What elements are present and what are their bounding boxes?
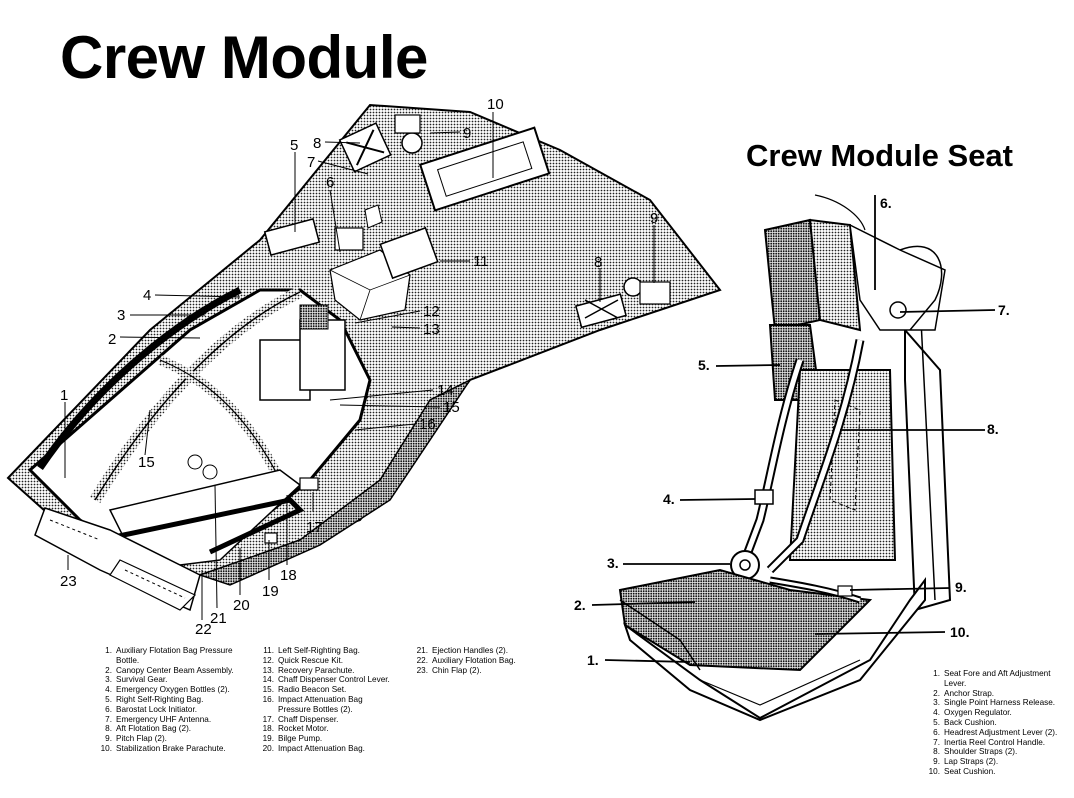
- legend-item: 5.Right Self-Righting Bag.: [105, 694, 204, 704]
- seat-callout-9: 9.: [955, 579, 967, 595]
- crew-module-drawing: [6, 103, 722, 612]
- legend-item: 7.Emergency UHF Antenna.: [105, 714, 212, 724]
- legend-item: 1.Seat Fore and Aft Adjustment Lever.: [933, 669, 1051, 688]
- callout-9: 9: [463, 125, 471, 142]
- crew-module-legend-col-3: 21.Ejection Handles (2). 22.Auxiliary Fl…: [412, 646, 516, 675]
- callout-7: 7: [307, 154, 315, 171]
- callout-19: 19: [262, 583, 279, 600]
- crew-module-title: Crew Module: [60, 24, 428, 91]
- callout-17: 17: [306, 519, 323, 536]
- callout-10: 10: [487, 96, 504, 113]
- callout-8: 8: [313, 135, 321, 152]
- seat-callout-2: 2.: [574, 597, 586, 613]
- crew-module-seat-title: Crew Module Seat: [746, 138, 1013, 173]
- seat-drawing: [618, 194, 952, 722]
- legend-item: 5.Back Cushion.: [933, 717, 997, 727]
- callout-15b: 15: [138, 454, 155, 471]
- legend-item: 14.Chaff Dispenser Control Lever.: [262, 675, 390, 685]
- callout-1: 1: [60, 387, 68, 404]
- crew-module-leaders: [64, 112, 655, 620]
- callout-13: 13: [423, 321, 440, 338]
- legend-item: 21.Ejection Handles (2).: [416, 646, 508, 655]
- legend-item: 3.Survival Gear.: [105, 675, 168, 685]
- legend-item: 11.Left Self-Righting Bag.: [263, 646, 360, 655]
- legend-item: 19.Bilge Pump.: [262, 734, 323, 744]
- seat-callout-1: 1.: [587, 652, 599, 668]
- legend-item: 6.Barostat Lock Initiator.: [105, 704, 198, 714]
- callout-12: 12: [423, 303, 440, 320]
- legend-item: 9.Lap Straps (2).: [933, 757, 999, 767]
- callout-5: 5: [290, 137, 298, 154]
- callout-18: 18: [280, 567, 297, 584]
- callout-6: 6: [326, 174, 334, 191]
- legend-item: 4.Emergency Oxygen Bottles (2).: [105, 685, 230, 695]
- legend-item: 6.Headrest Adjustment Lever (2).: [933, 727, 1058, 737]
- seat-callout-4: 4.: [663, 491, 675, 507]
- legend-item: 2.Canopy Center Beam Assembly.: [105, 665, 234, 675]
- callout-22: 22: [195, 621, 212, 638]
- seat-callout-10: 10.: [950, 624, 969, 640]
- callout-8-wing: 8: [594, 254, 602, 271]
- callout-2: 2: [108, 331, 116, 348]
- callout-16: 16: [419, 416, 436, 433]
- seat-callout-3: 3.: [607, 555, 619, 571]
- seat-callout-5: 5.: [698, 357, 710, 373]
- legend-item: 8.Shoulder Straps (2).: [933, 747, 1018, 757]
- legend-item: 16.Impact Attenuation Bag Pressure Bottl…: [262, 694, 363, 714]
- callout-20: 20: [233, 597, 250, 614]
- legend-item: 8.Aft Flotation Bag (2).: [105, 724, 192, 734]
- legend-item: 23.Chin Flap (2).: [416, 665, 482, 675]
- crew-module-callouts: 1 2 3 4 5 6 7 8 9 10 11 12 13 14 15 15 1…: [60, 96, 658, 638]
- callout-15: 15: [443, 399, 460, 416]
- legend-item: 7.Inertia Reel Control Handle.: [933, 737, 1046, 747]
- seat-callout-7: 7.: [998, 302, 1010, 318]
- crew-module-legend-col-2: 11.Left Self-Righting Bag. 12.Quick Resc…: [258, 646, 390, 754]
- legend-item: 17.Chaff Dispenser.: [262, 714, 339, 724]
- legend-item: 10.Stabilization Brake Parachute.: [100, 743, 226, 753]
- callout-14: 14: [437, 382, 454, 399]
- legend-item: 3.Single Point Harness Release.: [933, 698, 1056, 708]
- legend-item: 4.Oxygen Regulator.: [933, 708, 1012, 718]
- legend-item: 22.Auxiliary Flotation Bag.: [416, 655, 516, 665]
- legend-item: 20.Impact Attenuation Bag.: [262, 743, 365, 753]
- callout-11: 11: [473, 253, 489, 270]
- callout-4: 4: [143, 287, 151, 304]
- legend-item: 9.Pitch Flap (2).: [105, 734, 167, 744]
- seat-callouts: 1. 2. 3. 4. 5. 6. 7. 8. 9. 10.: [574, 195, 1010, 668]
- callout-23: 23: [60, 573, 77, 590]
- callout-21: 21: [210, 610, 227, 627]
- crew-module-legend-col-1: 1.Auxiliary Flotation Bag Pressure Bottl…: [96, 646, 234, 754]
- legend-item: 12.Quick Rescue Kit.: [262, 655, 344, 665]
- seat-legend: 1.Seat Fore and Aft Adjustment Lever. 2.…: [924, 669, 1058, 777]
- legend-item: 2.Anchor Strap.: [933, 688, 995, 698]
- seat-callout-8: 8.: [987, 421, 999, 437]
- seat-leaders: [591, 195, 996, 663]
- legend-item: 1.Auxiliary Flotation Bag Pressure Bottl…: [105, 646, 233, 665]
- legend-item: 10.Seat Cushion.: [928, 766, 996, 776]
- callout-3: 3: [117, 307, 125, 324]
- legend-item: 18.Rocket Motor.: [262, 724, 329, 734]
- legend-item: 15.Radio Beacon Set.: [262, 685, 347, 695]
- seat-callout-6: 6.: [880, 195, 892, 211]
- legend-item: 13.Recovery Parachute.: [262, 665, 355, 675]
- callout-9-wing: 9: [650, 210, 658, 227]
